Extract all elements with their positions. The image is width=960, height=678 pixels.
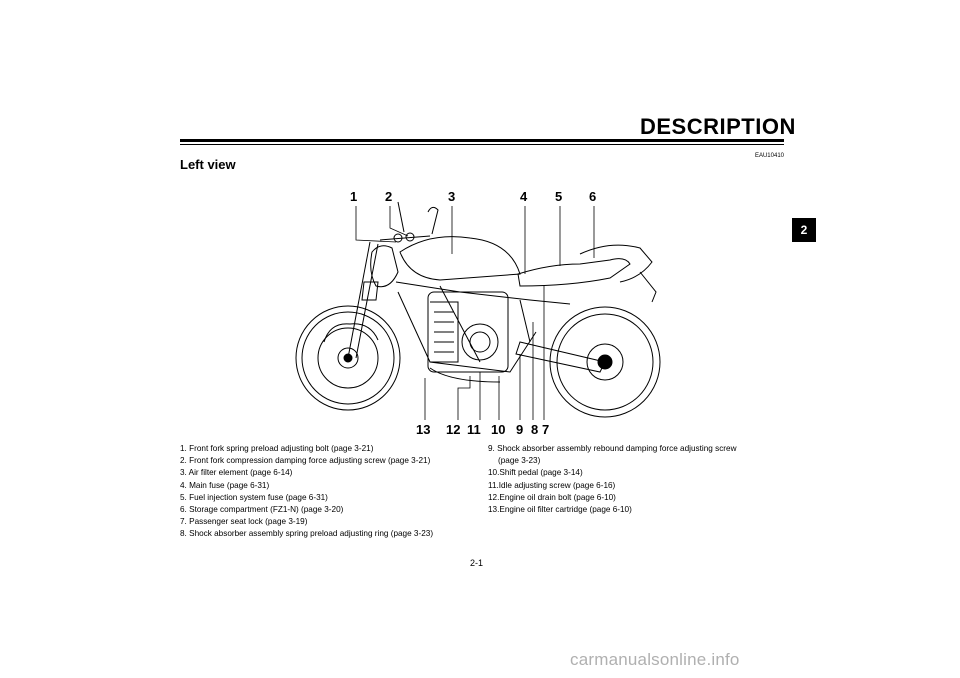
legend-item: 3. Air filter element (page 6-14)	[180, 468, 293, 478]
callout-7: 7	[542, 422, 550, 437]
callout-9: 9	[516, 422, 524, 437]
motorcycle-left-view-diagram	[295, 201, 661, 420]
legend-item: 1. Front fork spring preload adjusting b…	[180, 444, 374, 453]
legend-item: 9. Shock absorber assembly rebound dampi…	[488, 444, 737, 453]
page-number: 2-1	[470, 558, 484, 568]
page-heading: Left view	[180, 157, 236, 172]
fuel-tank-drawing	[399, 236, 521, 281]
legend-item: 2. Front fork compression damping force …	[180, 456, 431, 466]
legend-item: 10.Shift pedal (page 3-14)	[488, 468, 583, 478]
header-rule	[180, 139, 784, 142]
section-title: DESCRIPTION	[640, 114, 796, 139]
legend-item: 8. Shock absorber assembly spring preloa…	[180, 529, 434, 539]
callout-leaders	[355, 206, 595, 420]
callout-8: 8	[531, 422, 539, 437]
handlebar-drawing	[379, 201, 439, 243]
legend-right-column: 9. Shock absorber assembly rebound dampi…	[488, 443, 737, 516]
callout-6: 6	[589, 189, 597, 204]
engine-drawing	[427, 291, 509, 373]
legend-item: 7. Passenger seat lock (page 3-19)	[180, 517, 308, 527]
callout-5: 5	[555, 189, 563, 204]
legend-item: 4. Main fuse (page 6-31)	[180, 480, 270, 490]
header-rule-thin	[180, 144, 784, 145]
legend-item-continuation: (page 3-23)	[498, 456, 541, 466]
tail-drawing	[579, 244, 653, 283]
headlight-drawing	[370, 245, 399, 288]
exhaust-drawing	[429, 367, 501, 383]
watermark: carmanualsonline.info	[570, 650, 740, 669]
legend-item: 6. Storage compartment (FZ1-N) (page 3-2…	[180, 505, 344, 515]
callout-2: 2	[385, 189, 393, 204]
front-fork-drawing	[347, 241, 379, 359]
legend-item: 5. Fuel injection system fuse (page 6-31…	[180, 492, 328, 502]
rear-shock-drawing	[519, 299, 531, 343]
legend-item: 13.Engine oil filter cartridge (page 6-1…	[488, 505, 632, 515]
swingarm-drawing	[515, 341, 606, 373]
legend-left-column: 1. Front fork spring preload adjusting b…	[180, 443, 433, 541]
callout-1: 1	[350, 189, 358, 204]
legend-item: 12.Engine oil drain bolt (page 6-10)	[488, 492, 616, 502]
callout-12: 12	[446, 422, 461, 437]
chapter-tab: 2	[792, 218, 816, 242]
callout-3: 3	[448, 189, 456, 204]
reference-code: EAU10410	[754, 153, 784, 159]
callout-10: 10	[491, 422, 506, 437]
callout-13: 13	[416, 422, 431, 437]
callout-4: 4	[520, 189, 528, 204]
seat-drawing	[517, 258, 631, 287]
callout-11: 11	[467, 422, 481, 437]
legend-item: 11.Idle adjusting screw (page 6-16)	[488, 480, 616, 490]
